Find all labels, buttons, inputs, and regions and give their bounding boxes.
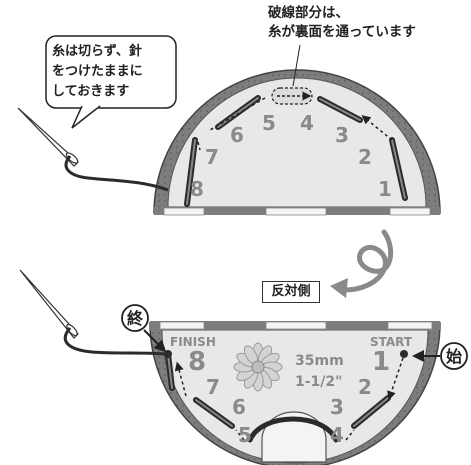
bottom-number-1: 1 bbox=[372, 347, 390, 377]
bubble-line-1: 糸は切らず、針 bbox=[52, 44, 142, 59]
start-hole bbox=[400, 350, 408, 358]
dashed-line-note-line2: 糸が裏面を通っています bbox=[268, 24, 416, 40]
bottom-stitches bbox=[165, 351, 391, 443]
bottom-number-2: 2 bbox=[358, 375, 372, 399]
finish-marker-text: 終 bbox=[127, 309, 144, 328]
dashed-note-leader bbox=[292, 44, 301, 87]
finish-marker: 終 bbox=[121, 304, 167, 353]
top-number-4: 4 bbox=[300, 111, 314, 135]
bottom-number-7: 7 bbox=[206, 375, 220, 399]
reverse-side-label: 反対側 bbox=[262, 281, 320, 303]
start-label: START bbox=[370, 335, 413, 349]
curly-arrow-icon bbox=[330, 229, 394, 298]
bottom-number-5: 5 bbox=[238, 423, 252, 447]
bubble-line-3: しておきます bbox=[52, 84, 130, 99]
dashed-line-note: 破線部分は、 糸が裏面を通っています bbox=[268, 4, 416, 42]
start-marker-text: 始 bbox=[446, 347, 462, 366]
top-center-loop bbox=[271, 87, 313, 105]
size-mm: 35mm bbox=[295, 353, 344, 369]
top-number-7: 7 bbox=[205, 145, 219, 169]
top-number-5: 5 bbox=[262, 111, 276, 135]
finish-label: FINISH bbox=[170, 335, 216, 349]
bottom-number-3: 3 bbox=[330, 395, 344, 419]
top-number-1: 1 bbox=[378, 177, 392, 201]
bubble-note: 糸は切らず、針 をつけたままに しておきます bbox=[52, 42, 143, 102]
bottom-number-6: 6 bbox=[232, 395, 246, 419]
flower-icon bbox=[233, 342, 283, 392]
dashed-line-note-line1: 破線部分は、 bbox=[268, 5, 349, 21]
start-marker: 始 bbox=[412, 342, 468, 370]
top-dashed-paths bbox=[197, 97, 393, 151]
top-numbers: 1 2 3 4 5 6 7 8 bbox=[190, 111, 392, 201]
bottom-number-8: 8 bbox=[188, 347, 206, 377]
bottom-number-4: 4 bbox=[330, 423, 344, 447]
bubble-line-2: をつけたままに bbox=[52, 64, 143, 79]
bottom-needle-icon bbox=[19, 269, 79, 339]
bottom-numbers: 1 2 3 4 5 6 7 8 bbox=[188, 347, 390, 447]
bottom-plate bbox=[149, 321, 441, 465]
top-number-6: 6 bbox=[230, 123, 244, 147]
top-plate: 1 2 3 4 5 6 7 8 bbox=[153, 69, 441, 216]
bottom-dashed-paths bbox=[174, 357, 404, 441]
speech-bubble bbox=[45, 35, 177, 129]
top-number-2: 2 bbox=[358, 145, 372, 169]
top-thread bbox=[64, 155, 169, 192]
top-number-8: 8 bbox=[190, 177, 204, 201]
top-stitches bbox=[184, 95, 408, 207]
top-number-3: 3 bbox=[335, 123, 349, 147]
finish-hole bbox=[164, 350, 172, 358]
bottom-thread bbox=[63, 327, 165, 356]
size-inch: 1-1/2" bbox=[295, 374, 342, 390]
